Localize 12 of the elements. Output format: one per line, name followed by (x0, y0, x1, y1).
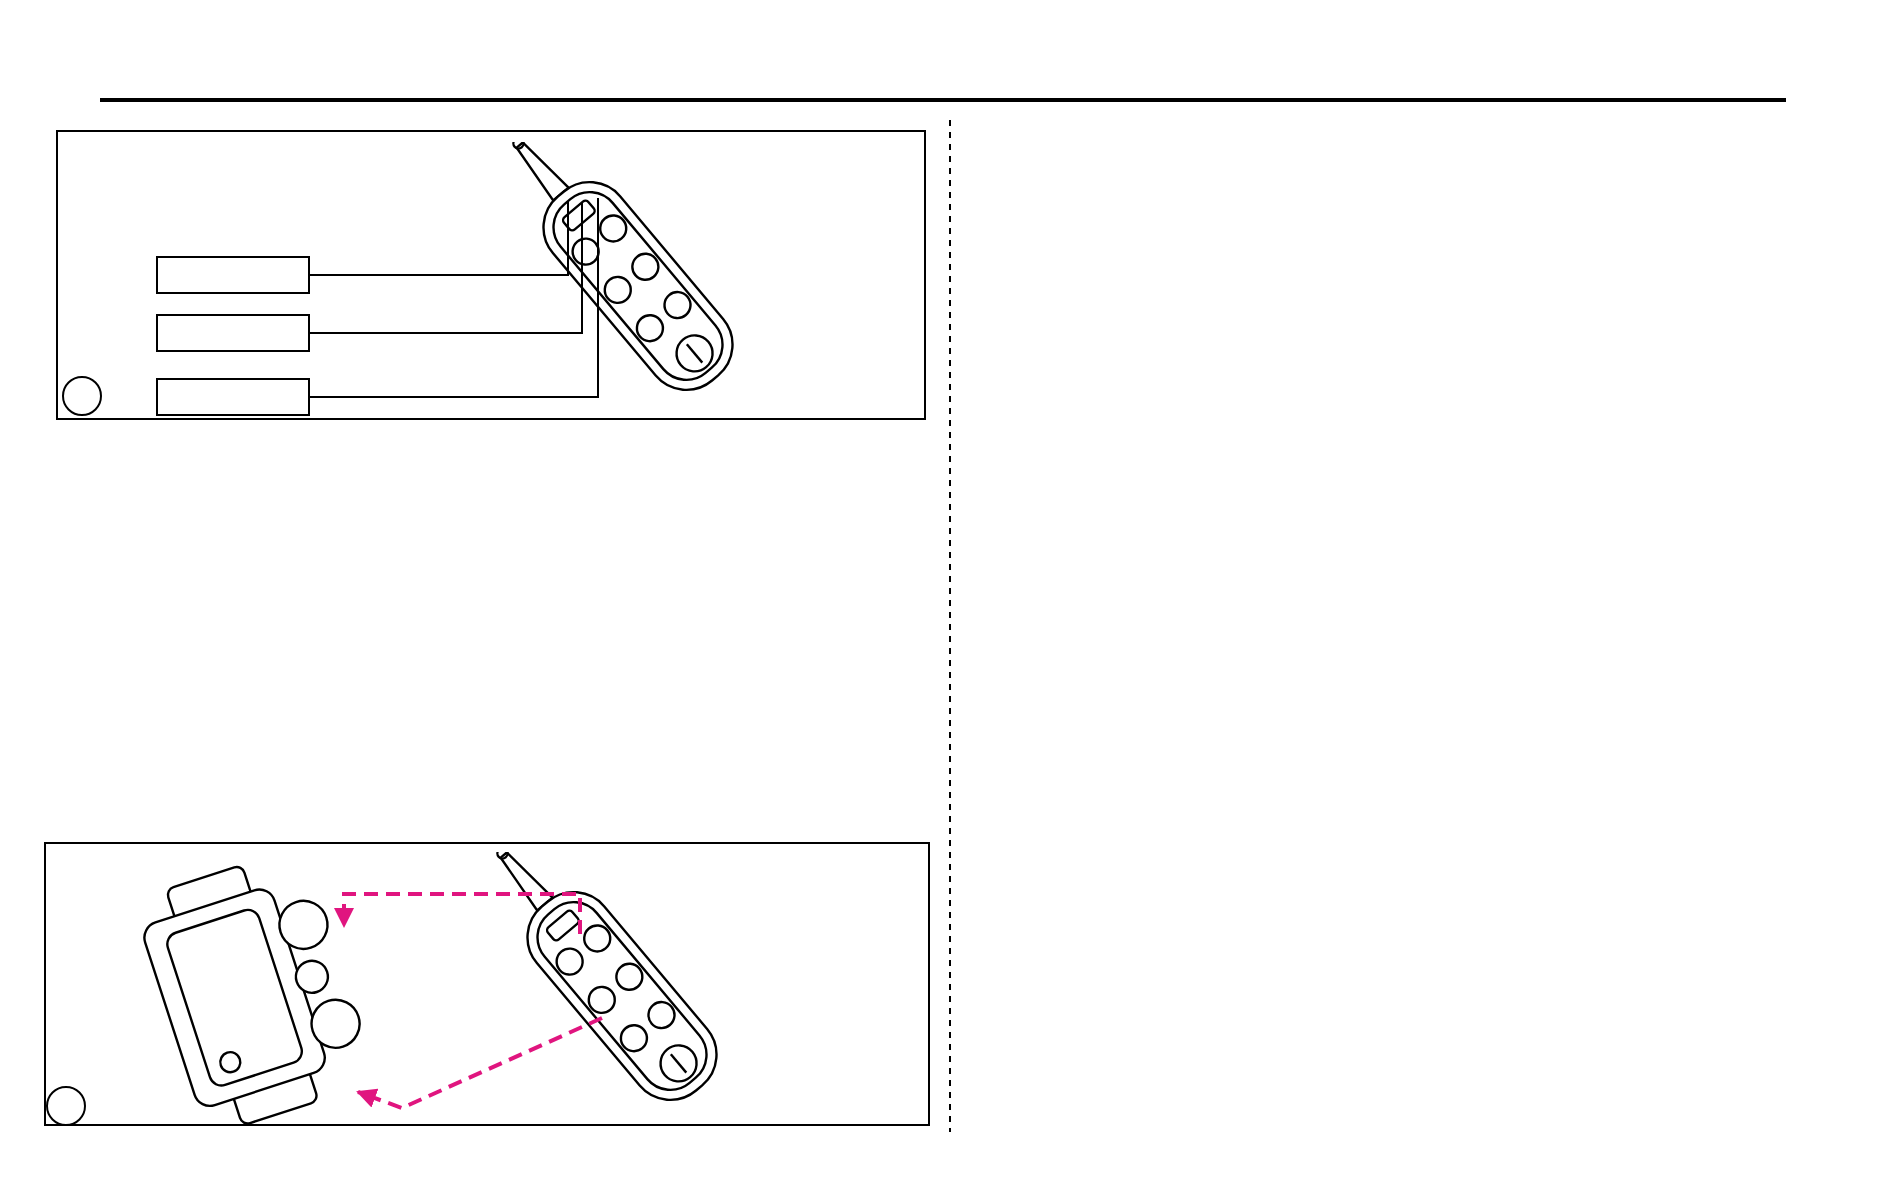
callout-box (156, 378, 310, 416)
arrow (334, 892, 582, 934)
step-circle (62, 376, 102, 416)
leader-line (309, 201, 583, 334)
callout-box (156, 256, 310, 294)
leader-line (309, 201, 569, 276)
leader-line (309, 197, 599, 398)
step-circle (46, 1086, 86, 1126)
arrow (356, 1016, 603, 1111)
figure-panel (56, 130, 926, 420)
callout-box (156, 314, 310, 352)
figure-panel (44, 842, 930, 1126)
